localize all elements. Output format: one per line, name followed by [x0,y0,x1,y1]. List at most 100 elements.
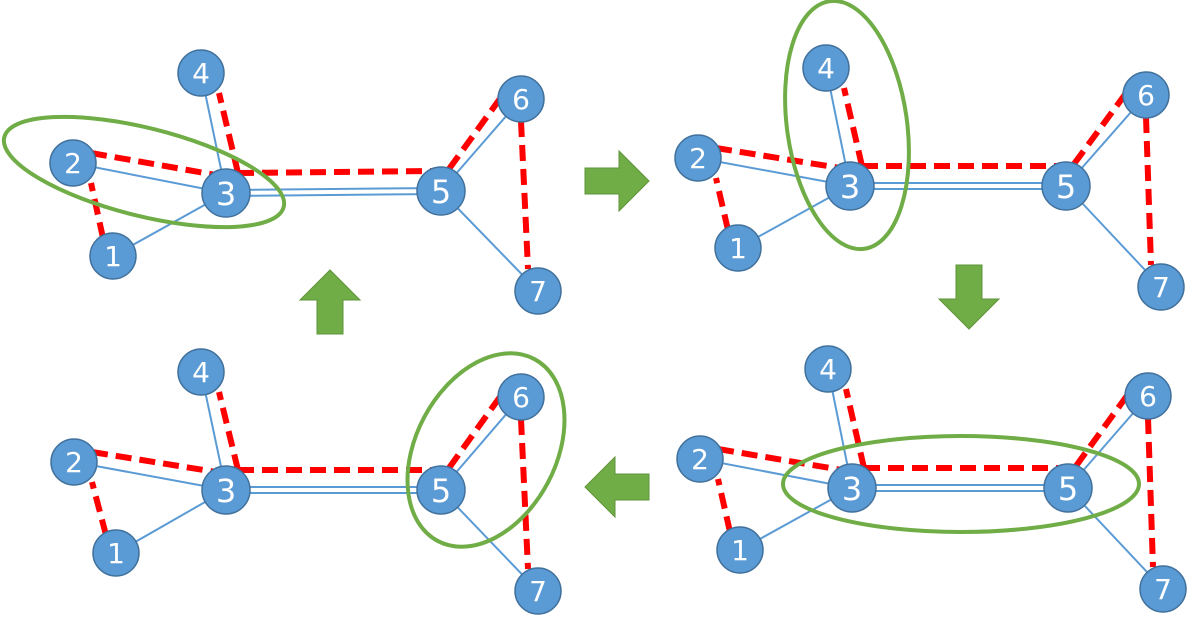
node-label-1: 1 [104,240,122,273]
node-5 [1041,161,1091,211]
panel-top-right: 1 2 3 4 5 6 7 [674,0,1185,311]
node-label-5: 5 [1056,168,1076,206]
dashed-edge-1-2 [89,481,109,536]
node-2 [50,438,98,486]
panel-bottom-left: 1 2 3 4 5 6 7 [50,348,567,615]
dashed-edge-3-5 [237,168,432,176]
edge-3-5 [225,187,442,191]
node-2 [676,435,724,483]
node-label-1: 1 [729,232,747,265]
node-label-3: 3 [216,472,236,510]
edge-2-3 [72,162,227,194]
node-6 [497,75,545,123]
graph-edges [72,72,539,292]
edge-3-5-second [225,193,442,197]
node-4 [177,348,225,396]
graph-edges [697,67,1162,288]
node-6 [497,373,545,421]
node-label-4: 4 [192,356,210,389]
node-3 [201,168,251,218]
node-label-2: 2 [689,142,707,175]
dashed-edge-1-2 [715,478,733,533]
edge-2-3 [699,458,853,489]
node-label-6: 6 [512,83,530,116]
dashed-edge-5-6 [1073,384,1137,468]
node-label-6: 6 [1137,79,1155,112]
dashed-edge-3-4 [841,87,865,167]
node-label-6: 6 [1139,380,1157,413]
node-5 [1043,463,1093,513]
node-3 [827,463,877,513]
node-label-6: 6 [512,381,530,414]
dashed-edge-3-4 [843,388,867,469]
node-label-4: 4 [817,52,835,85]
node-1 [92,529,140,577]
node-2 [674,134,722,182]
arrow-right-icon [584,149,650,213]
arrows-layer [298,149,1001,519]
dashed-edge-1-2 [88,182,106,239]
node-label-2: 2 [64,147,82,180]
graph-edges [699,368,1164,590]
highlight-ellipse-3-4 [783,0,911,252]
dashed-edge-3-4 [216,92,241,174]
dashed-edge-2-3 [717,446,843,473]
node-label-2: 2 [691,443,709,476]
node-1 [716,526,764,574]
edge-2-3 [697,157,851,187]
node-label-1: 1 [107,537,125,570]
node-4 [804,345,852,393]
node-7 [1139,565,1187,613]
node-1 [89,232,137,280]
nodes: 1 2 3 4 5 6 7 [50,348,562,615]
dashed-edge-2-3 [90,150,217,178]
node-label-3: 3 [840,168,860,206]
node-5 [416,166,466,216]
dashed-edges [713,83,1154,266]
node-label-5: 5 [431,173,451,211]
dashed-edge-1-2 [713,177,731,231]
node-label-7: 7 [1152,271,1170,304]
node-label-3: 3 [216,175,236,213]
arrow-left-icon [584,455,650,519]
dashed-edges [715,384,1156,568]
highlight-ellipse-5-6 [405,351,567,549]
dashed-edge-6-7 [518,418,531,570]
highlight-ellipse-2-3 [1,114,287,230]
graph-edges [73,371,539,592]
node-7 [1137,263,1185,311]
dashed-edge-5-6 [446,385,510,470]
nodes: 1 2 3 4 5 6 7 [49,49,562,315]
nodes: 1 2 3 4 5 6 7 [674,44,1185,311]
dashed-edges [89,385,531,570]
node-4 [177,49,225,97]
arrow-up-icon [298,269,362,335]
node-label-5: 5 [431,472,451,510]
dashed-edge-6-7 [518,120,531,270]
dashed-edge-5-6 [1071,83,1135,166]
node-7 [514,267,562,315]
node-6 [1122,71,1170,119]
dashed-edge-6-7 [1143,116,1154,266]
node-label-7: 7 [529,575,547,608]
node-1 [714,224,762,272]
arrow-down-icon [937,264,1001,330]
node-label-7: 7 [529,275,547,308]
node-label-3: 3 [842,470,862,508]
node-label-2: 2 [65,446,83,479]
node-label-7: 7 [1154,573,1172,606]
node-label-1: 1 [731,534,749,567]
node-5 [416,465,466,515]
node-3 [201,465,251,515]
panel-top-left: 1 2 3 4 5 6 7 [1,49,562,315]
edge-2-3 [73,461,227,491]
node-6 [1124,372,1172,420]
node-label-4: 4 [192,57,210,90]
dashed-edge-2-3 [715,145,841,171]
node-label-4: 4 [819,353,837,386]
